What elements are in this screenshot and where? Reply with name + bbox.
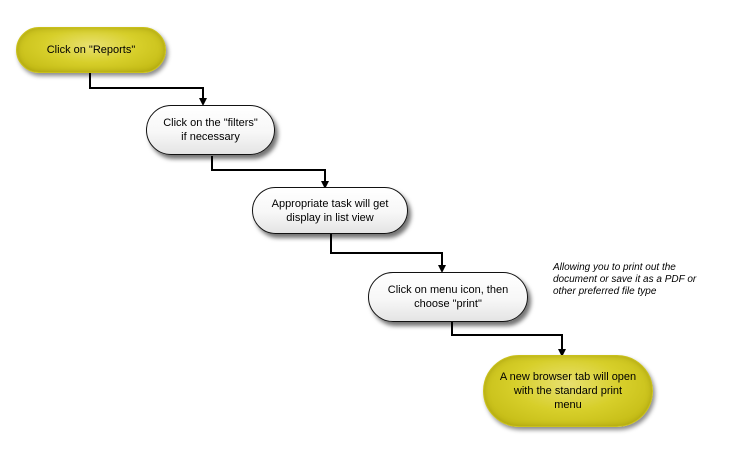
step-choose-print-label: Click on menu icon, then choose "print" bbox=[387, 284, 509, 310]
step-list-view: Appropriate task will get display in lis… bbox=[252, 187, 408, 234]
step-new-browser-tab: A new browser tab will open with the sta… bbox=[483, 355, 653, 427]
step-choose-print: Click on menu icon, then choose "print" bbox=[368, 272, 528, 322]
connector-filters-to-listview bbox=[211, 156, 329, 189]
step-click-reports-label: Click on "Reports" bbox=[46, 44, 136, 56]
connector-print-to-newtab bbox=[451, 322, 566, 357]
step-new-browser-tab-label: A new browser tab will open with the sta… bbox=[499, 371, 637, 411]
step-click-filters: Click on the "filters" if necessary bbox=[146, 105, 275, 155]
connector-listview-to-print bbox=[330, 234, 446, 273]
connector-reports-to-filters bbox=[89, 72, 207, 106]
step-click-filters-label: Click on the "filters" if necessary bbox=[163, 117, 258, 143]
print-annotation-note: Allowing you to print out the document o… bbox=[553, 262, 697, 297]
step-click-reports: Click on "Reports" bbox=[16, 27, 166, 73]
step-list-view-label: Appropriate task will get display in lis… bbox=[271, 197, 389, 224]
